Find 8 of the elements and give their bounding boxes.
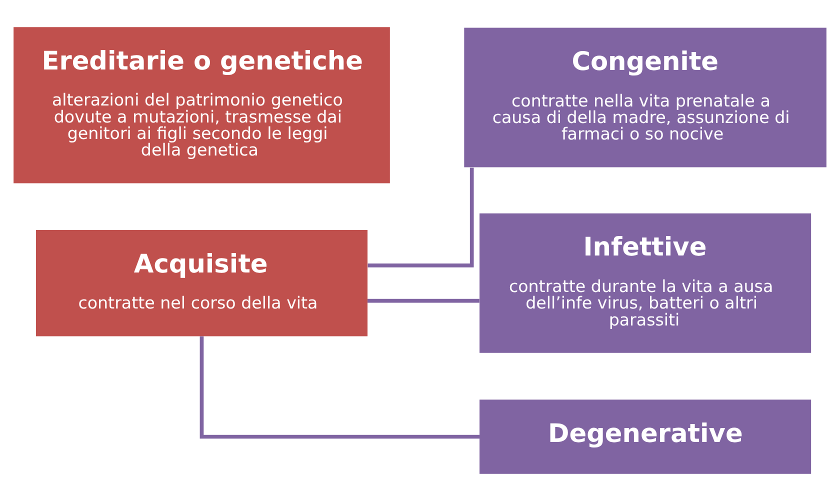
node-box: Ereditarie o genetiche alterazioni del patrimonio genetico dovute a mutazioni, trasmesse dai genitori ai figli secondo le leggi della genetica xyxy=(14,26,390,183)
connector xyxy=(368,298,480,302)
node-box: Acquisite contratte nel corso della vita xyxy=(36,230,368,336)
node-box: Infettive contratte durante la vita a ausa dell’infe virus, batteri o altri parassiti xyxy=(480,212,812,352)
node-box: Congenite contratte nella vita prenatale a causa di della madre, assunzione di farmaci o so nocive xyxy=(464,27,826,167)
node-box: Degenerative xyxy=(480,399,812,474)
connector xyxy=(368,167,474,267)
connector xyxy=(200,336,480,438)
